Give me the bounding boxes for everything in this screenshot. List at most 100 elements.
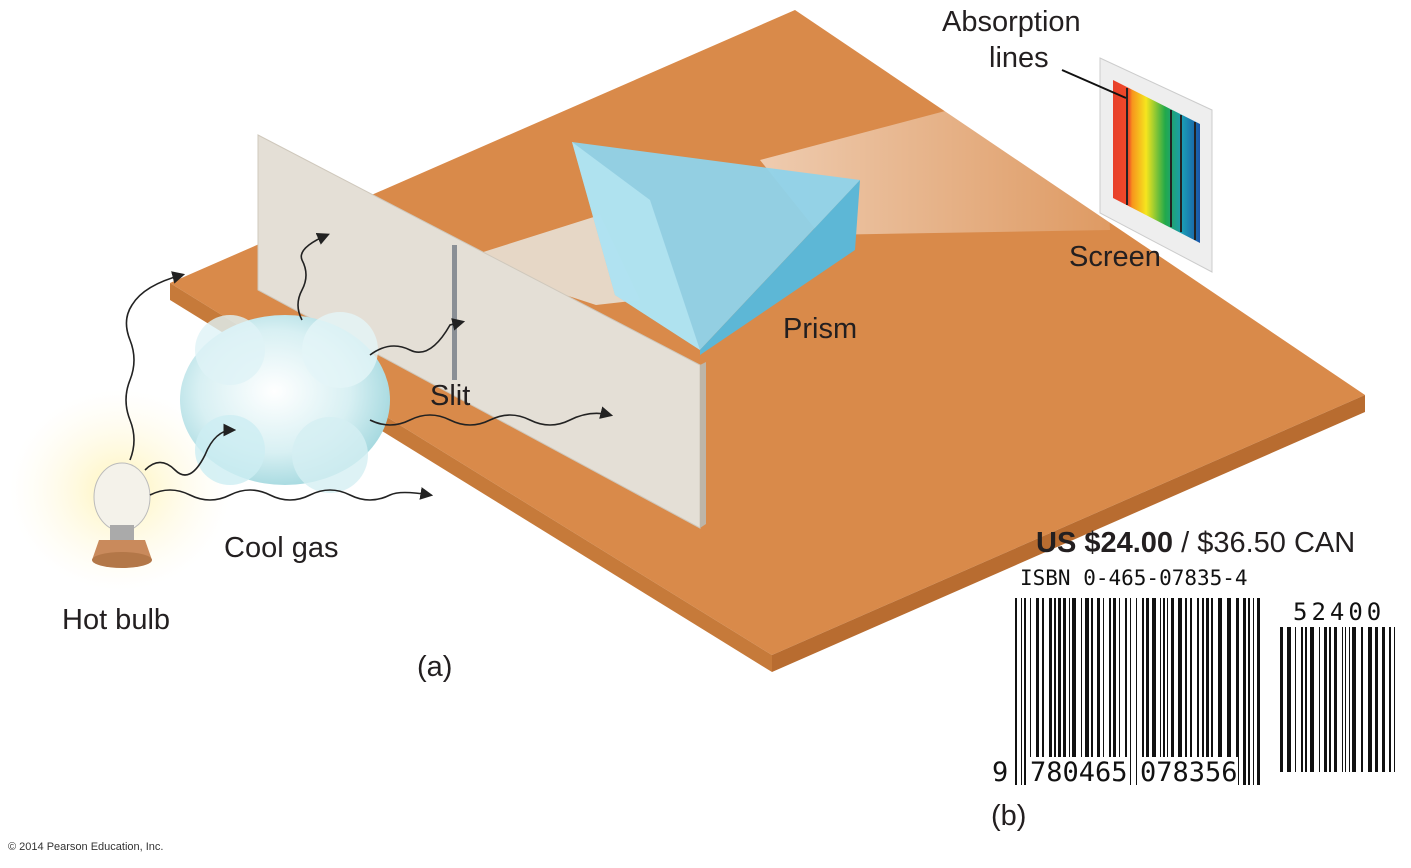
panel-a-label: (a) bbox=[417, 651, 453, 683]
barcode-bar bbox=[1042, 598, 1044, 785]
barcode-bar bbox=[1243, 598, 1246, 785]
barcode-bar bbox=[1072, 598, 1076, 785]
barcode-bar bbox=[1024, 598, 1026, 785]
absorption-lines-label-2: lines bbox=[989, 42, 1049, 74]
ray-arrow bbox=[369, 406, 614, 426]
barcode-lead-digit: 9 bbox=[992, 757, 1009, 788]
barcode-bar bbox=[1163, 598, 1165, 785]
copyright: © 2014 Pearson Education, Inc. bbox=[8, 841, 164, 853]
barcode-bar bbox=[1197, 598, 1199, 785]
barcode-bar bbox=[1113, 598, 1116, 785]
barcode-bar bbox=[1136, 598, 1137, 785]
barcode-bar bbox=[1030, 598, 1031, 785]
prism bbox=[572, 142, 860, 355]
barcode-group-1: 780465 bbox=[1030, 757, 1128, 788]
isbn-text: ISBN 0-465-07835-4 bbox=[1020, 566, 1248, 590]
barcode-bar bbox=[1206, 598, 1209, 785]
barcode-bar bbox=[1021, 598, 1022, 785]
slit-wall bbox=[257, 134, 706, 529]
isbn-barcode bbox=[1015, 598, 1260, 785]
barcode-bar bbox=[1295, 627, 1296, 772]
barcode-bar bbox=[1257, 598, 1260, 785]
light-ray-arrows bbox=[125, 232, 614, 501]
barcode-bar bbox=[1253, 598, 1254, 785]
barcode-bar bbox=[1178, 598, 1182, 785]
barcode-bar bbox=[1119, 598, 1120, 785]
barcode-bar bbox=[1382, 627, 1385, 772]
prism-label: Prism bbox=[783, 313, 858, 345]
absorption-lines-label-1: Absorption bbox=[942, 6, 1081, 38]
barcode-bar bbox=[1389, 627, 1391, 772]
hot-bulb-label: Hot bulb bbox=[62, 604, 171, 636]
barcode-bar bbox=[1305, 627, 1307, 772]
barcode-bar bbox=[1152, 598, 1156, 785]
barcode-bar bbox=[1375, 627, 1378, 772]
screen-label: Screen bbox=[1069, 241, 1161, 273]
barcode-bar bbox=[1361, 627, 1363, 772]
barcode-bar bbox=[1085, 598, 1089, 785]
barcode-bar bbox=[1125, 598, 1127, 785]
price-us: US $24.00 bbox=[1036, 527, 1174, 559]
barcode-bar bbox=[1171, 598, 1174, 785]
cool-gas-cloud bbox=[180, 312, 390, 493]
barcode-group-2: 078356 bbox=[1140, 757, 1238, 788]
cool-gas-label: Cool gas bbox=[224, 532, 339, 564]
ray-arrow bbox=[125, 271, 186, 461]
barcode-bar bbox=[1287, 627, 1291, 772]
slit-label: Slit bbox=[430, 380, 471, 412]
barcode-bar bbox=[1103, 598, 1104, 785]
barcode-bar bbox=[1345, 627, 1346, 772]
barcode-bar bbox=[1130, 598, 1131, 785]
barcode-bar bbox=[1329, 627, 1331, 772]
barcode-bar bbox=[1334, 627, 1337, 772]
barcode-bar bbox=[1146, 598, 1149, 785]
barcode-bar bbox=[1185, 598, 1187, 785]
barcode-bar bbox=[1167, 598, 1168, 785]
barcode-bar bbox=[1280, 627, 1283, 772]
ray-arrow bbox=[297, 232, 330, 321]
barcode-bar bbox=[1015, 598, 1017, 785]
slit bbox=[452, 245, 457, 380]
barcode-bar bbox=[1236, 598, 1239, 785]
price-can: $36.50 CAN bbox=[1197, 527, 1356, 559]
hot-bulb bbox=[92, 462, 152, 568]
addon-digits: 52400 bbox=[1293, 598, 1386, 626]
ray-arrow bbox=[144, 423, 237, 476]
price-line: US $24.00 / $36.50 CAN bbox=[1036, 527, 1355, 560]
barcode-bar bbox=[1036, 598, 1039, 785]
price-separator: / bbox=[1173, 527, 1198, 559]
screen bbox=[1061, 57, 1213, 273]
barcode-bar bbox=[1097, 598, 1100, 785]
barcode-bar bbox=[1227, 598, 1231, 785]
barcode-bar bbox=[1063, 598, 1066, 785]
absorption-leader-line bbox=[1061, 69, 1127, 99]
barcode-bar bbox=[1349, 627, 1350, 772]
barcode-bar bbox=[1310, 627, 1314, 772]
barcode-bar bbox=[1342, 627, 1343, 772]
barcode-bar bbox=[1049, 598, 1052, 785]
barcode-bar bbox=[1368, 627, 1372, 772]
barcode-bar bbox=[1081, 598, 1082, 785]
barcode-bar bbox=[1211, 598, 1213, 785]
addon-barcode bbox=[1280, 627, 1395, 772]
barcode-bar bbox=[1352, 627, 1356, 772]
barcode-bar bbox=[1190, 598, 1192, 785]
barcode-bar bbox=[1202, 598, 1204, 785]
ray-arrow bbox=[149, 487, 434, 501]
barcode-bar bbox=[1058, 598, 1061, 785]
barcode-bar bbox=[1160, 598, 1161, 785]
panel-b-label: (b) bbox=[991, 800, 1027, 832]
light-beam bbox=[458, 215, 640, 305]
barcode-bar bbox=[1091, 598, 1093, 785]
barcode-bar bbox=[1324, 627, 1327, 772]
barcode-bar bbox=[1319, 627, 1320, 772]
barcode-bar bbox=[1218, 598, 1222, 785]
barcode-bar bbox=[1054, 598, 1056, 785]
barcode-bar bbox=[1069, 598, 1070, 785]
ray-arrow bbox=[369, 318, 466, 356]
barcode-bar bbox=[1142, 598, 1144, 785]
barcode-bar bbox=[1248, 598, 1250, 785]
barcode-bar bbox=[1109, 598, 1111, 785]
